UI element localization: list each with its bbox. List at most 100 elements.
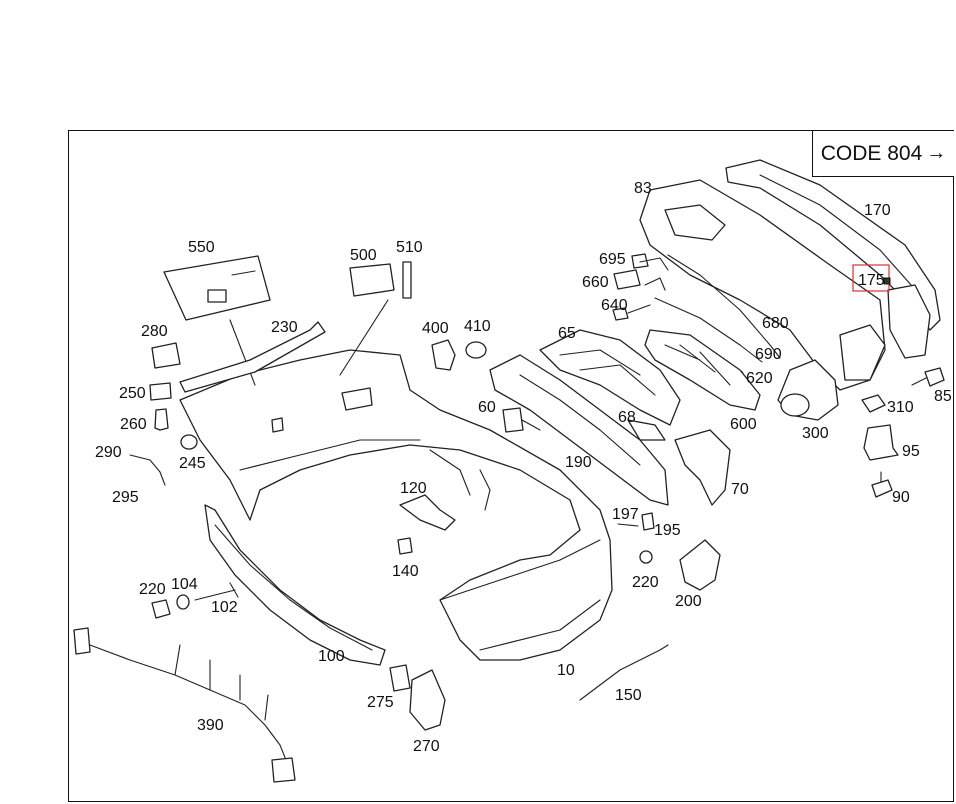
part-140-bolt[interactable] xyxy=(397,537,413,555)
label-100: 100 xyxy=(318,648,345,665)
part-195-clip[interactable] xyxy=(641,512,655,531)
code-box: CODE 804 → xyxy=(812,131,954,177)
part-400-sensor[interactable] xyxy=(431,339,456,371)
label-640: 640 xyxy=(601,297,628,314)
label-95: 95 xyxy=(902,443,920,460)
part-95-sensor[interactable] xyxy=(863,424,899,461)
part-300-opening xyxy=(780,393,810,417)
part-270-bracket[interactable] xyxy=(409,669,446,731)
part-310-bracket[interactable] xyxy=(861,394,886,413)
diagram-frame xyxy=(68,130,954,802)
part-190-support[interactable] xyxy=(489,354,669,506)
label-102: 102 xyxy=(211,599,238,616)
part-90-screw[interactable] xyxy=(871,479,893,498)
part-390-connector-start xyxy=(73,627,91,655)
code-arrow-icon: → xyxy=(926,142,947,164)
part-200-bracket[interactable] xyxy=(679,539,721,591)
part-104-washer[interactable] xyxy=(176,594,190,610)
label-695: 695 xyxy=(599,251,626,268)
label-250: 250 xyxy=(119,385,146,402)
label-85: 85 xyxy=(934,388,952,405)
label-680: 680 xyxy=(762,315,789,332)
part-290-strip[interactable] xyxy=(129,454,166,486)
part-660-connector[interactable] xyxy=(613,269,641,290)
part-550-slot xyxy=(231,270,256,276)
arrow-500 xyxy=(339,299,389,376)
code-label: CODE 804 xyxy=(820,141,923,165)
label-220-right: 220 xyxy=(632,574,659,591)
part-220-nut-right[interactable] xyxy=(639,550,653,564)
label-295: 295 xyxy=(112,489,139,506)
part-85-grommet[interactable] xyxy=(924,367,945,387)
part-10-lower-line xyxy=(439,539,601,601)
part-680-strip[interactable] xyxy=(667,254,781,359)
label-280: 280 xyxy=(141,323,168,340)
label-600: 600 xyxy=(730,416,757,433)
part-10-hook xyxy=(271,417,284,433)
part-83-exhaust-cutout xyxy=(664,204,726,241)
part-600-ribs xyxy=(664,344,731,386)
part-68-bracket[interactable] xyxy=(627,419,666,441)
part-60-bracket[interactable] xyxy=(502,407,524,433)
label-310: 310 xyxy=(887,399,914,416)
label-390: 390 xyxy=(197,717,224,734)
part-230-strip[interactable] xyxy=(179,321,326,393)
part-640-plug[interactable] xyxy=(612,307,629,321)
part-390-harness[interactable] xyxy=(79,634,291,771)
part-280-clip[interactable] xyxy=(151,342,181,369)
label-70: 70 xyxy=(731,481,749,498)
label-150: 150 xyxy=(615,687,642,704)
label-60: 60 xyxy=(478,399,496,416)
part-70-bracket[interactable] xyxy=(674,429,731,506)
part-390-branches xyxy=(174,644,269,721)
part-83-exhaust-cutout-right xyxy=(839,324,886,381)
label-620: 620 xyxy=(746,370,773,387)
part-10-bottom-line xyxy=(479,599,601,651)
part-510-strip[interactable] xyxy=(402,261,412,299)
part-120-wiring xyxy=(429,449,491,511)
part-500-panel[interactable] xyxy=(349,263,395,297)
label-104: 104 xyxy=(171,576,198,593)
label-170: 170 xyxy=(864,202,891,219)
arrow-550 xyxy=(229,319,256,386)
part-250-nut[interactable] xyxy=(149,382,172,401)
part-220-nut-left[interactable] xyxy=(151,599,171,619)
label-300: 300 xyxy=(802,425,829,442)
part-600-absorber[interactable] xyxy=(644,329,761,411)
part-550-panel[interactable] xyxy=(163,255,271,321)
part-65-detail xyxy=(559,349,656,396)
part-190-detail xyxy=(519,374,641,466)
label-275: 275 xyxy=(367,694,394,711)
label-190: 190 xyxy=(565,454,592,471)
part-120-bracket[interactable] xyxy=(399,494,456,531)
label-220-left: 220 xyxy=(139,581,166,598)
label-90: 90 xyxy=(892,489,910,506)
part-695-clip[interactable] xyxy=(631,253,649,269)
label-140: 140 xyxy=(392,563,419,580)
part-245-bush[interactable] xyxy=(180,434,198,450)
part-410-ring[interactable] xyxy=(465,341,487,359)
part-550-window xyxy=(207,289,227,303)
part-170-detail xyxy=(759,174,921,296)
part-260-screw[interactable] xyxy=(154,408,169,431)
part-10-bumper-cover[interactable] xyxy=(179,349,613,661)
part-175-clip[interactable] xyxy=(883,277,891,285)
part-tailpipe-right[interactable] xyxy=(887,284,931,359)
label-65: 65 xyxy=(558,325,576,342)
label-660: 660 xyxy=(582,274,609,291)
part-102-bolt[interactable] xyxy=(194,582,239,601)
part-275-clip[interactable] xyxy=(389,664,411,692)
label-260: 260 xyxy=(120,416,147,433)
label-68: 68 xyxy=(618,409,636,426)
part-100-detail xyxy=(214,524,373,651)
label-195: 195 xyxy=(654,522,681,539)
label-200: 200 xyxy=(675,593,702,610)
part-690-strip[interactable] xyxy=(654,297,763,363)
part-100-diffuser[interactable] xyxy=(204,504,386,666)
part-65-bracket[interactable] xyxy=(539,329,681,426)
label-197: 197 xyxy=(612,506,639,523)
label-175: 175 xyxy=(858,272,885,289)
part-197-pin[interactable] xyxy=(617,523,639,527)
label-410: 410 xyxy=(464,318,491,335)
part-150-strip[interactable] xyxy=(579,644,669,701)
